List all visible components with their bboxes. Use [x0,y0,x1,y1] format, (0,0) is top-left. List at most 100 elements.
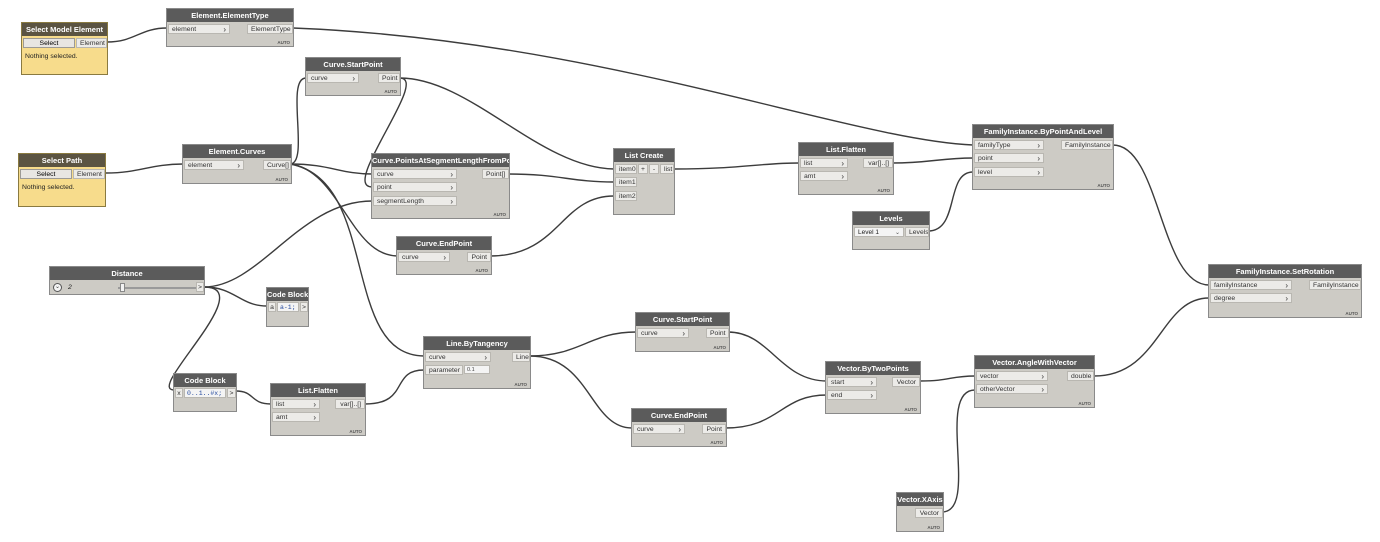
output-port[interactable]: FamilyInstance [1309,280,1361,290]
input-port[interactable]: list› [272,399,320,409]
output-port[interactable]: Point [706,328,729,338]
element-elementtype-node[interactable]: Element.ElementType element› ElementType… [166,8,294,47]
select-path-node[interactable]: Select Path Select Element Nothing selec… [18,153,106,207]
lacing-label[interactable]: AUTO [713,345,726,350]
curve-points-at-segment-length-node[interactable]: Curve.PointsAtSegmentLengthFromPoint cur… [371,153,510,219]
input-port[interactable]: end› [827,390,877,400]
output-port[interactable]: ElementType [247,24,293,34]
output-port[interactable]: Point [467,252,491,262]
lacing-label[interactable]: AUTO [277,40,290,45]
output-port[interactable]: var[]..[] [335,399,365,409]
select-button[interactable]: Select [23,38,75,48]
level-dropdown[interactable]: Level 1⌄ [854,227,904,237]
lacing-label[interactable]: AUTO [1345,311,1358,316]
input-port[interactable]: parameter [425,365,463,375]
input-port[interactable]: curve› [633,424,685,434]
slider-thumb[interactable] [120,283,125,292]
input-port[interactable]: curve› [373,169,457,179]
select-button[interactable]: Select [20,169,72,179]
output-port[interactable]: Line [512,352,530,362]
vector-bytwopoints-node[interactable]: Vector.ByTwoPoints start› end› Vector AU… [825,361,921,414]
input-port[interactable]: item0 [615,164,637,174]
lacing-label[interactable]: AUTO [493,212,506,217]
input-port[interactable]: amt› [800,171,848,181]
select-model-element-node[interactable]: Select Model Element Select Element Noth… [21,22,108,75]
output-port[interactable]: > [300,302,308,312]
chevron-down-circle-icon[interactable]: ⌄ [53,283,62,292]
vector-xaxis-node[interactable]: Vector.XAxis Vector AUTO [896,492,944,532]
input-port[interactable]: curve› [398,252,450,262]
output-port[interactable]: Element [73,169,105,179]
vector-anglewithvector-node[interactable]: Vector.AngleWithVector vector› otherVect… [974,355,1095,408]
slider-value[interactable]: 2 [68,284,72,291]
input-port[interactable]: list› [800,158,848,168]
input-port[interactable]: element› [168,24,230,34]
input-port[interactable]: familyInstance› [1210,280,1292,290]
lacing-label[interactable]: AUTO [475,268,488,273]
code-block-node[interactable]: Code Block x 0..1..#x; > [173,373,237,412]
lacing-label[interactable]: AUTO [710,440,723,445]
code-block-node[interactable]: Code Block a a-1; > [266,287,309,327]
code-editor[interactable]: a-1; [277,302,299,312]
output-port[interactable]: > [196,282,204,292]
lacing-label[interactable]: AUTO [877,188,890,193]
input-port[interactable]: vector› [976,371,1048,381]
input-port[interactable]: curve› [307,73,359,83]
output-port[interactable]: FamilyInstance [1061,140,1113,150]
output-port[interactable]: Vector [892,377,920,387]
levels-node[interactable]: Levels Level 1⌄ Levels [852,211,930,250]
input-port[interactable]: segmentLength› [373,196,457,206]
list-flatten-node[interactable]: List.Flatten list› amt› var[]..[] AUTO [270,383,366,436]
input-port[interactable]: curve› [637,328,689,338]
output-port[interactable]: > [227,388,236,398]
input-port[interactable]: element› [184,160,244,170]
input-port[interactable]: curve› [425,352,491,362]
lacing-label[interactable]: AUTO [927,525,940,530]
curve-endpoint-node[interactable]: Curve.EndPoint curve› Point AUTO [396,236,492,275]
lacing-label[interactable]: AUTO [514,382,527,387]
output-port[interactable]: Point [378,73,400,83]
slider-track[interactable] [118,287,196,289]
curve-startpoint-node[interactable]: Curve.StartPoint curve› Point AUTO [635,312,730,352]
input-port[interactable]: item1 [615,177,637,187]
curve-endpoint-node[interactable]: Curve.EndPoint curve› Point AUTO [631,408,727,447]
output-port[interactable]: Point [702,424,726,434]
input-port[interactable]: amt› [272,412,320,422]
output-port[interactable]: Element [76,38,107,48]
input-port[interactable]: degree› [1210,293,1292,303]
input-port[interactable]: otherVector› [976,384,1048,394]
parameter-default-field[interactable]: 0.1 [464,365,490,374]
input-port[interactable]: start› [827,377,877,387]
output-port[interactable]: Vector [915,508,943,518]
output-port[interactable]: list [660,164,674,174]
code-editor[interactable]: 0..1..#x; [184,388,226,398]
element-curves-node[interactable]: Element.Curves element› Curve[] AUTO [182,144,292,184]
input-port[interactable]: item2 [615,191,637,201]
add-input-button[interactable]: + [638,164,648,174]
input-port[interactable]: point› [373,182,457,192]
distance-slider-node[interactable]: Distance ⌄ 2 > [49,266,205,295]
lacing-label[interactable]: AUTO [1097,183,1110,188]
output-port[interactable]: Levels [905,227,929,237]
input-port[interactable]: level› [974,167,1044,177]
remove-input-button[interactable]: - [649,164,659,174]
line-bytangency-node[interactable]: Line.ByTangency curve› parameter 0.1 Lin… [423,336,531,389]
input-port[interactable]: a [268,302,276,312]
input-port[interactable]: familyType› [974,140,1044,150]
input-port[interactable]: x [175,388,183,398]
list-create-node[interactable]: List Create item0 + - list item1 item2 [613,148,675,215]
lacing-label[interactable]: AUTO [384,89,397,94]
lacing-label[interactable]: AUTO [275,177,288,182]
output-port[interactable]: Point[] [482,169,509,179]
list-flatten-node[interactable]: List.Flatten list› amt› var[]..[] AUTO [798,142,894,195]
familyinstance-bypointandlevel-node[interactable]: FamilyInstance.ByPointAndLevel familyTyp… [972,124,1114,190]
input-port[interactable]: point› [974,153,1044,163]
lacing-label[interactable]: AUTO [349,429,362,434]
lacing-label[interactable]: AUTO [904,407,917,412]
output-port[interactable]: Curve[] [263,160,291,170]
lacing-label[interactable]: AUTO [1078,401,1091,406]
output-port[interactable]: var[]..[] [863,158,893,168]
output-port[interactable]: double [1067,371,1094,381]
familyinstance-setrotation-node[interactable]: FamilyInstance.SetRotation familyInstanc… [1208,264,1362,318]
